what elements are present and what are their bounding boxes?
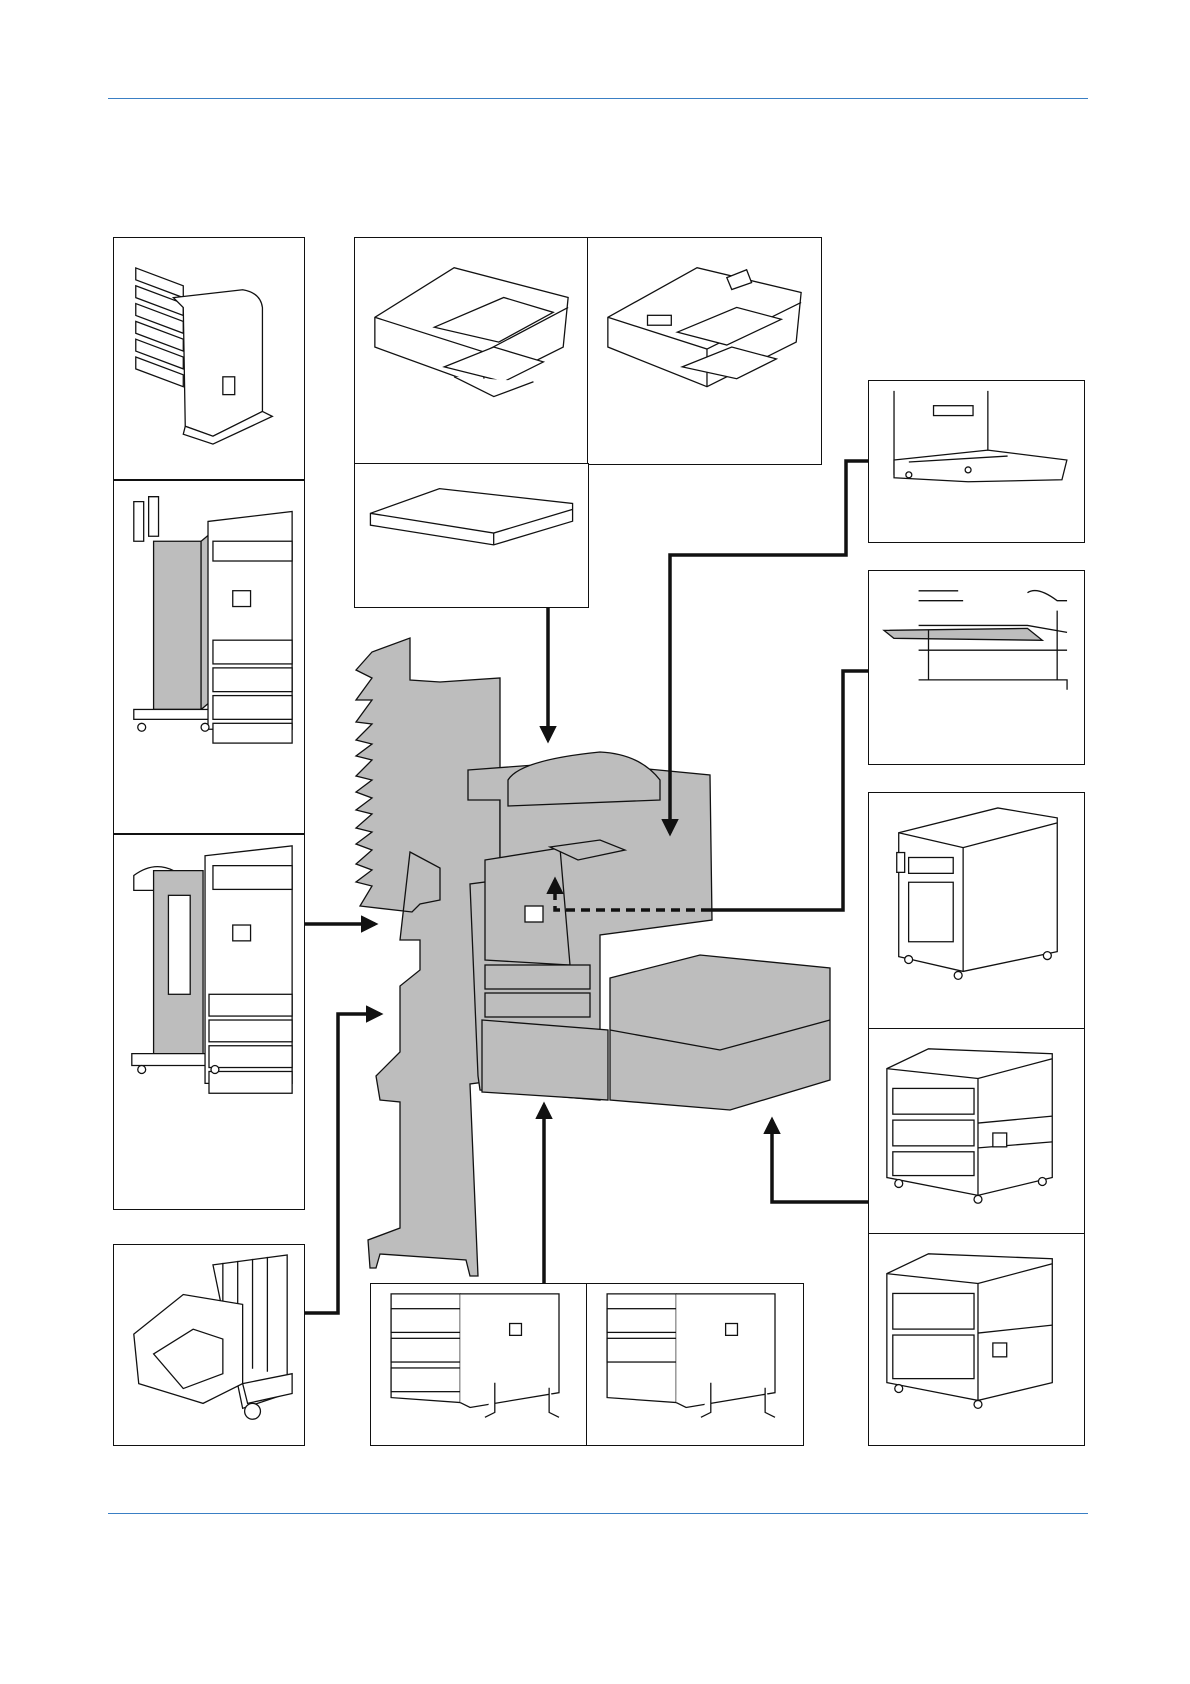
- option-panel-job-separator[interactable]: [868, 380, 1085, 543]
- large-capacity-deck-icon: [869, 1029, 1084, 1233]
- footer-rule: [108, 1513, 1088, 1514]
- option-panel-mailbox[interactable]: [113, 237, 305, 480]
- document-processor-top: [508, 752, 660, 806]
- control-panel: [550, 840, 625, 860]
- option-panel-paper-feeder-2[interactable]: [586, 1283, 804, 1446]
- platen-cover-icon: [355, 464, 588, 607]
- option-panel-inner-tray[interactable]: [868, 570, 1085, 765]
- option-panel-document-processor-2[interactable]: [587, 237, 822, 465]
- finisher-silhouette: [356, 638, 500, 1276]
- floor-finisher-icon: [114, 835, 304, 1209]
- paper-feeder-3-tray-icon: [371, 1284, 587, 1445]
- inner-tray-icon: [869, 571, 1084, 764]
- connector-large-deck: [772, 1120, 868, 1202]
- mailbox-tray-icon: [114, 238, 304, 479]
- inner-finisher-icon: [114, 481, 304, 833]
- connector-punch-unit: [305, 1014, 380, 1313]
- large-capacity-deck-2-icon: [869, 1234, 1084, 1445]
- connector-job-separator: [670, 461, 868, 833]
- option-panel-finisher-floor[interactable]: [113, 834, 305, 1210]
- option-panel-side-feeder[interactable]: [868, 792, 1085, 1029]
- multifunction-printer-icon: [356, 638, 830, 1276]
- job-separator-icon: [869, 381, 1084, 542]
- option-panel-paper-feeder-3[interactable]: [370, 1283, 588, 1446]
- side-deck: [610, 955, 830, 1110]
- connector-inner-tray: [710, 671, 868, 910]
- option-panel-document-processor-1[interactable]: [354, 237, 589, 465]
- option-panel-punch-unit[interactable]: [113, 1244, 305, 1446]
- front-door: [485, 848, 570, 965]
- cabinet: [482, 1020, 608, 1100]
- punch-unit-icon: [114, 1245, 304, 1445]
- connector-inner-tray-dashed: [555, 880, 710, 910]
- document-processor-icon: [355, 238, 588, 464]
- option-panel-large-deck-2[interactable]: [868, 1233, 1085, 1446]
- header-rule: [108, 98, 1088, 99]
- option-panel-finisher-inner[interactable]: [113, 480, 305, 834]
- option-panel-large-deck-3[interactable]: [868, 1028, 1085, 1234]
- option-panel-platen-cover[interactable]: [354, 463, 589, 608]
- side-feeder-icon: [869, 793, 1084, 1028]
- main-body: [468, 762, 712, 1100]
- dual-scan-document-processor-icon: [588, 238, 821, 464]
- paper-feeder-2-tray-icon: [587, 1284, 803, 1445]
